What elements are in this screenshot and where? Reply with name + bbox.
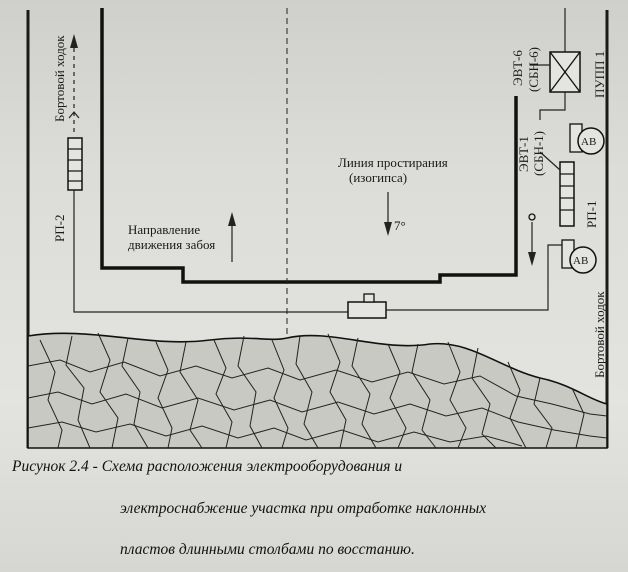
strike-line-label-2: (изогипса) <box>349 170 407 185</box>
sbn1-label: (СБН-1) <box>531 131 546 176</box>
dip-arrow-icon <box>384 222 392 236</box>
caved-rock-zone <box>27 332 608 449</box>
right-gallery-arrow-icon <box>528 252 536 266</box>
rp2-cable-line <box>73 190 357 313</box>
face-direction-label-2: движения забоя <box>128 237 215 252</box>
face-direction-label-1: Направление <box>128 222 200 237</box>
rp1-distribution-point <box>559 161 575 227</box>
pupp-transformer <box>549 51 581 93</box>
right-gallery-marker-icon <box>528 213 536 221</box>
pupp-label: ПУПП 1 <box>592 51 607 98</box>
pupp-output-line <box>539 92 566 120</box>
face-advance-arrow-icon <box>228 212 236 226</box>
sbn6-label: (СБН-6) <box>526 47 541 92</box>
left-gallery-chevron-icon <box>68 111 80 119</box>
right-gallery-label: Бортовой ходок <box>592 291 607 378</box>
av-lower-label: АВ <box>573 255 588 267</box>
evt1-feed-line <box>539 151 561 171</box>
av-breaker-upper <box>569 123 605 155</box>
left-gallery-label: Бортовой ходок <box>52 35 67 122</box>
face-equipment-block <box>347 293 387 319</box>
mined-area-outline <box>100 8 518 284</box>
evt1-label: ЭВТ-1 <box>516 136 531 172</box>
av-upper-label: АВ <box>581 136 596 148</box>
rp2-label: РП-2 <box>52 215 67 242</box>
left-gallery-arrow-icon <box>70 34 78 48</box>
dip-angle-label: 7° <box>394 218 406 233</box>
rp1-label: РП-1 <box>584 201 599 228</box>
face-to-rp1-cable <box>386 244 562 311</box>
av-breaker-lower <box>561 239 597 274</box>
strike-line-label-1: Линия простирания <box>338 155 448 170</box>
evt6-label: ЭВТ-6 <box>510 50 525 86</box>
rp2-distribution-point <box>67 137 83 191</box>
